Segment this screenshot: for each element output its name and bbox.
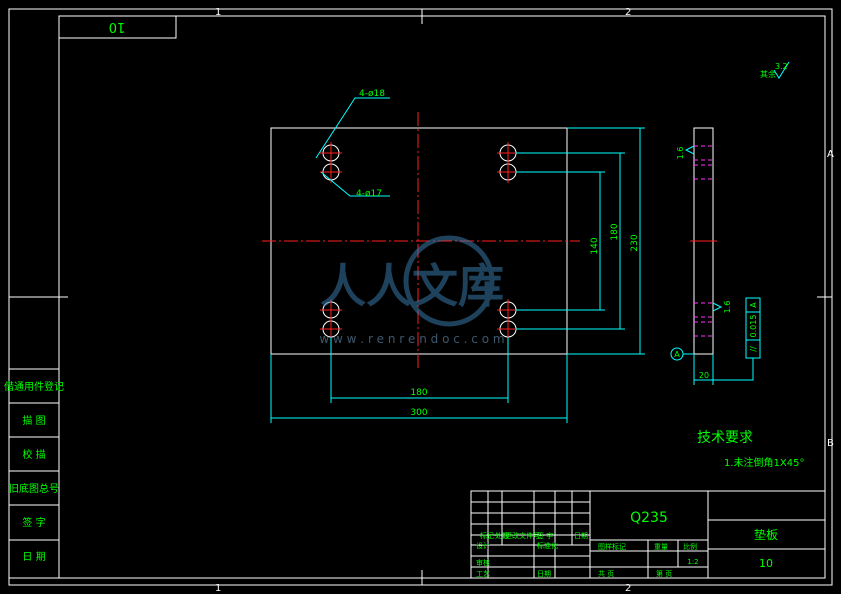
dim-180-horizontal: 180 bbox=[410, 388, 427, 398]
tb-material: Q235 bbox=[630, 510, 668, 526]
stamp-row-1: 描 图 bbox=[22, 414, 45, 427]
tb-weight: 重量 bbox=[654, 543, 668, 551]
thickness-dimension-lines bbox=[693, 354, 714, 385]
zone-bottom-2: 2 bbox=[625, 583, 631, 594]
tb-drawing-no: 10 bbox=[759, 557, 773, 570]
title-block bbox=[470, 490, 826, 579]
tb-scale-label: 比例 bbox=[683, 542, 697, 551]
stamp-row-3: 旧底图总号 bbox=[9, 482, 59, 495]
tb-part-name: 垫板 bbox=[754, 527, 778, 542]
roughness-symbol-icon bbox=[773, 61, 790, 79]
tolerance-value: 0.015 bbox=[749, 315, 758, 338]
leader-hole-b bbox=[320, 171, 390, 197]
label-hole-a: 4-ø18 bbox=[359, 89, 385, 99]
tolerance-leader bbox=[713, 358, 754, 381]
zone-top-1: 1 bbox=[215, 7, 221, 18]
watermark-url: w w w . r e n r e n d o c . c o m bbox=[319, 332, 504, 346]
zone-bottom-1: 1 bbox=[215, 583, 221, 594]
tb-sheet-no: 第 页 bbox=[656, 569, 672, 578]
tb-stage-mark: 图样标记 bbox=[598, 542, 626, 551]
tb-header-3: 签 字 bbox=[537, 531, 553, 540]
tb-header-1: 处数 bbox=[495, 531, 509, 540]
dim-180-vertical: 180 bbox=[610, 223, 620, 240]
tb-row-design: 设计 bbox=[476, 541, 490, 550]
zone-top-2: 2 bbox=[625, 7, 631, 18]
watermark-cn: 人人文库 bbox=[320, 259, 504, 313]
side-roughness-top-icon bbox=[684, 145, 695, 155]
dim-300: 300 bbox=[410, 408, 427, 418]
roughness-value: 3.2 bbox=[775, 62, 788, 71]
hole-centermarks bbox=[320, 142, 519, 340]
tb-standard: 标准化 bbox=[537, 541, 558, 550]
vertical-dimension-lines bbox=[516, 127, 645, 355]
corner-tag-box bbox=[58, 15, 177, 39]
stamp-row-0: 借通用件登记 bbox=[4, 380, 64, 393]
tb-row-review: 审核 bbox=[476, 558, 490, 567]
corner-tag-text: 10 bbox=[109, 19, 126, 34]
horizontal-dimension-lines bbox=[270, 337, 568, 423]
tb-row-process: 工艺 bbox=[476, 570, 490, 578]
stamp-row-4: 签 字 bbox=[22, 516, 45, 529]
dim-thickness: 20 bbox=[699, 371, 709, 380]
stamp-row-5: 日 期 bbox=[22, 551, 45, 563]
tb-header-4: 日期 bbox=[574, 532, 588, 540]
side-roughness-mid-icon bbox=[712, 302, 723, 312]
stamp-row-2: 校 描 bbox=[22, 448, 45, 461]
leader-hole-a bbox=[315, 97, 390, 159]
zone-right-a: A bbox=[827, 149, 834, 160]
tech-requirements-title: 技术要求 bbox=[697, 430, 753, 446]
dim-140: 140 bbox=[590, 237, 600, 254]
side-roughness-top: 1.6 bbox=[676, 147, 685, 160]
watermark: 人人文库 w w w . r e n r e n d o c . c o m bbox=[319, 235, 505, 346]
zone-right-b: B bbox=[827, 438, 834, 449]
side-stamp-table: 借通用件登记 描 图 校 描 旧底图总号 签 字 日 期 bbox=[4, 368, 64, 579]
tolerance-symbol: // bbox=[749, 346, 758, 352]
watermark-logo-icon bbox=[403, 235, 495, 327]
tb-sheets-total: 共 页 bbox=[598, 569, 614, 578]
tb-header-2: 更改文件号 bbox=[505, 531, 540, 540]
tb-approve: 日期 bbox=[537, 570, 551, 578]
tb-scale: 1:2 bbox=[687, 558, 698, 566]
datum-marker-label: A bbox=[674, 350, 680, 359]
label-hole-b: 4-ø17 bbox=[356, 189, 382, 199]
roughness-prefix: 其余 bbox=[760, 69, 776, 79]
tech-requirement-item: 1.未注倒角1X45° bbox=[724, 456, 804, 469]
dim-230: 230 bbox=[630, 234, 640, 251]
tolerance-datum: A bbox=[749, 302, 758, 308]
tb-header-0: 标记 bbox=[480, 531, 494, 540]
side-roughness-mid: 1.6 bbox=[723, 301, 732, 314]
side-view-hidden-holes bbox=[694, 145, 713, 337]
